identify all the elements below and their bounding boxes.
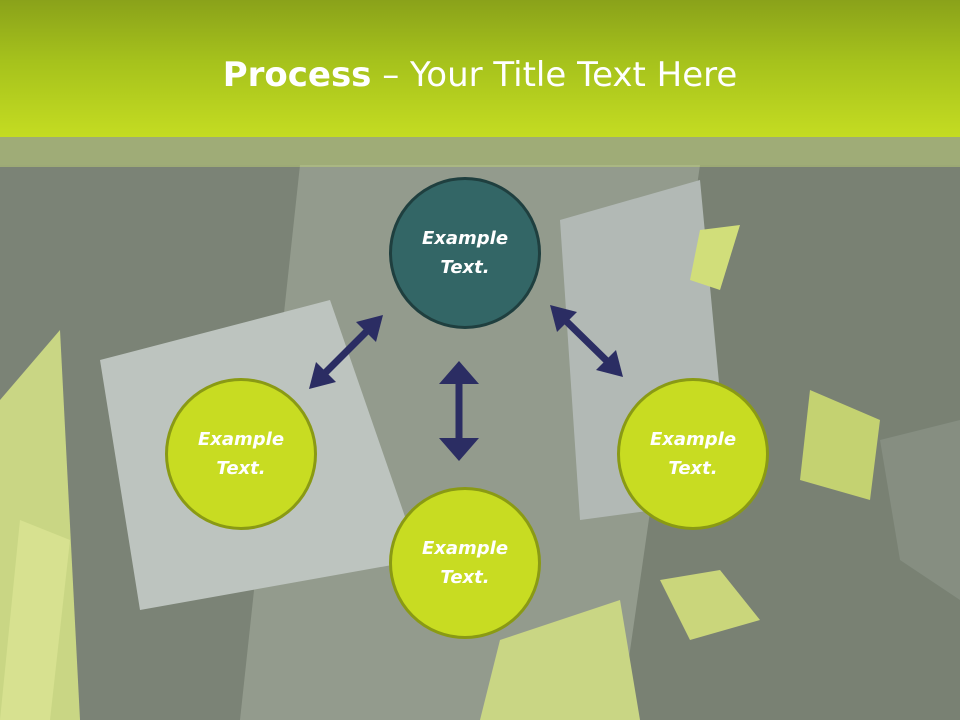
title-bold: Process <box>222 55 372 95</box>
node-left-label: Example Text. <box>197 429 285 479</box>
node-center-label: Example Text. <box>421 228 509 278</box>
process-node-left[interactable]: Example Text. <box>165 378 317 530</box>
node-bottom-label: Example Text. <box>421 538 509 588</box>
node-right-label: Example Text. <box>649 429 737 479</box>
title-bar <box>0 0 960 137</box>
process-node-center[interactable]: Example Text. <box>389 177 541 329</box>
slide-title: Process – Your Title Text Here <box>0 50 960 100</box>
header-band <box>0 137 960 167</box>
double-arrow-icon-vertical <box>439 361 479 461</box>
double-arrow-icon-right <box>550 305 623 377</box>
double-arrow-icon-left <box>309 315 383 389</box>
title-rest: – Your Title Text Here <box>371 55 738 95</box>
process-node-right[interactable]: Example Text. <box>617 378 769 530</box>
process-node-bottom[interactable]: Example Text. <box>389 487 541 639</box>
